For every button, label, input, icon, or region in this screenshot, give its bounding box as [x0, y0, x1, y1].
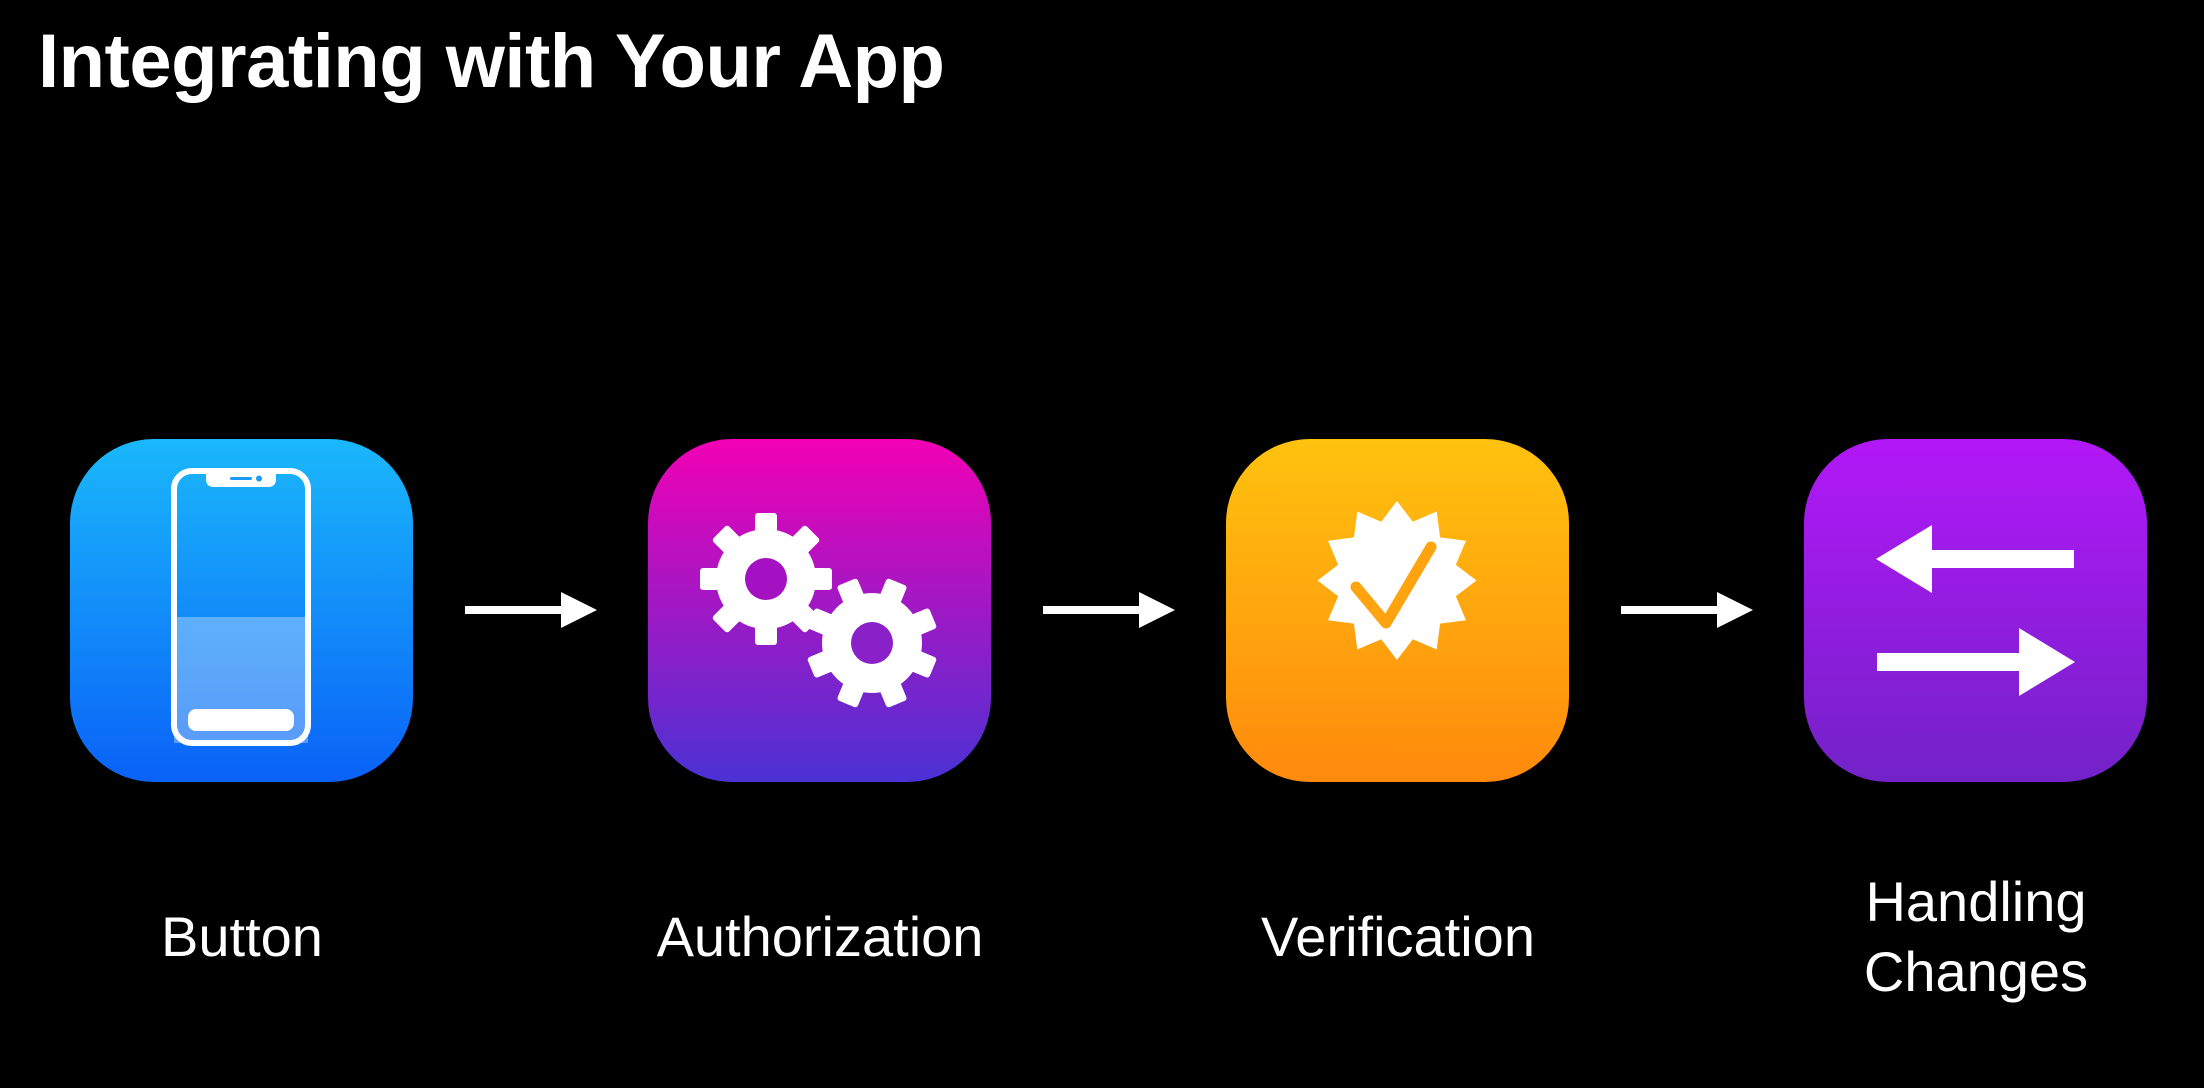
gears-icon: [648, 439, 991, 782]
authorization-step-icon: [648, 439, 991, 782]
verification-step-icon: [1226, 439, 1569, 782]
step-label-button: Button: [161, 905, 323, 968]
slide-title: Integrating with Your App: [38, 19, 945, 104]
step-label-verification: Verification: [1261, 905, 1535, 968]
step-label-authorization: Authorization: [656, 905, 984, 968]
right-arrow-icon: [465, 592, 597, 628]
iphone-icon: [70, 439, 413, 782]
step-label-handling-changes: Handling Changes: [1863, 870, 2089, 1003]
right-arrow-icon: [1043, 592, 1175, 628]
arrows-left-right-icon: [1804, 439, 2147, 782]
checkmark-seal-icon: [1226, 439, 1569, 782]
button-step-icon: [70, 439, 413, 782]
handling-changes-step-icon: [1804, 439, 2147, 782]
right-arrow-icon: [1621, 592, 1753, 628]
